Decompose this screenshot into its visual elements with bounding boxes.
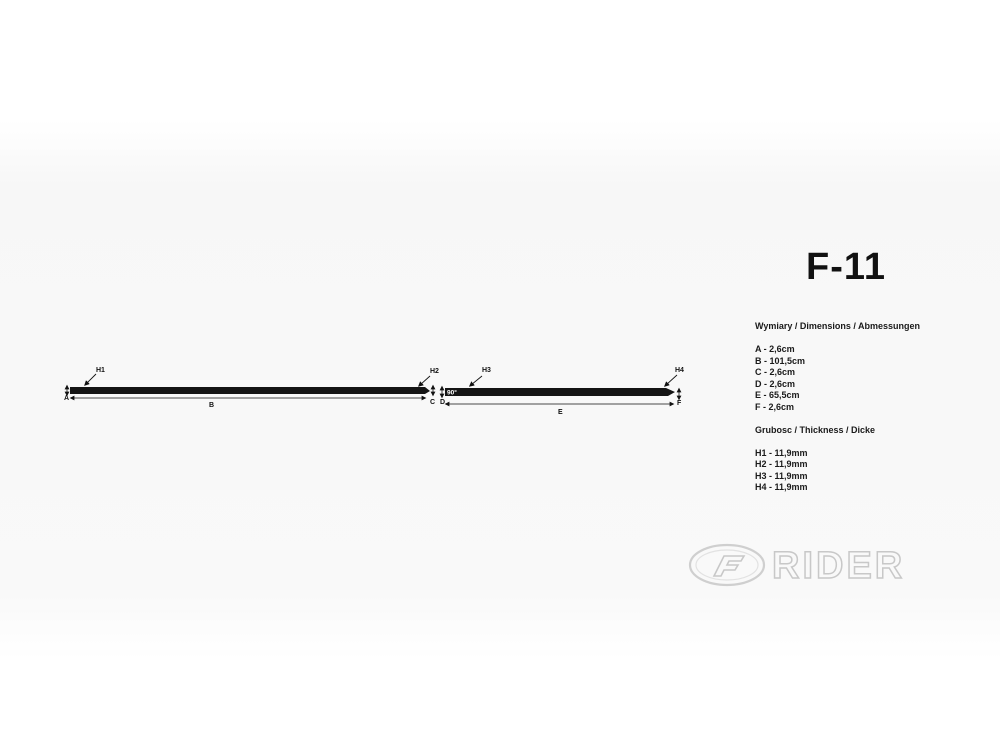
strip-1: A B C H1 H2 bbox=[64, 367, 439, 409]
dimensions-heading: Wymiary / Dimensions / Abmessungen bbox=[755, 321, 921, 331]
strip-1-body bbox=[70, 387, 430, 394]
logo-wordmark: RIDER bbox=[772, 545, 905, 587]
dimension-item: E - 65,5cm bbox=[755, 390, 800, 400]
h4-pointer bbox=[664, 374, 678, 387]
dim-d-label: D bbox=[440, 399, 445, 406]
h2-label: H2 bbox=[430, 368, 439, 375]
dimension-item: A - 2,6cm bbox=[755, 344, 795, 354]
spec-list: Wymiary / Dimensions / Abmessungen A - 2… bbox=[755, 321, 920, 494]
rider-logo: RIDER bbox=[688, 540, 948, 590]
thickness-item: H1 - 11,9mm bbox=[755, 447, 808, 458]
thickness-item: H3 - 11,9mm bbox=[755, 470, 808, 481]
dimension-item: D - 2,6cm bbox=[755, 378, 796, 389]
dimension-item: C - 2,6cm bbox=[755, 367, 796, 377]
dimension-item: B - 101,5cm bbox=[755, 355, 806, 366]
dim-b-label: B bbox=[209, 402, 214, 409]
dim-a-label: A bbox=[64, 395, 69, 402]
dim-e-label: E bbox=[558, 409, 563, 416]
h3-pointer bbox=[468, 375, 483, 387]
rider-logo-graphic: RIDER bbox=[688, 543, 905, 588]
thickness-item: H2 - 11,9mm bbox=[755, 459, 808, 469]
h1-pointer bbox=[84, 373, 97, 386]
h1-label: H1 bbox=[96, 367, 105, 374]
angle-label: 90° bbox=[447, 389, 457, 397]
product-code: F-11 bbox=[806, 246, 887, 288]
logo-oval bbox=[688, 543, 766, 587]
h3-label: H3 bbox=[482, 367, 491, 374]
dim-c-label: C bbox=[430, 399, 435, 406]
strip-2-body bbox=[445, 388, 675, 396]
logo-mark bbox=[712, 555, 746, 577]
dimension-item: F - 2,6cm bbox=[755, 401, 795, 412]
dim-f-label: F bbox=[677, 400, 682, 407]
h4-label: H4 bbox=[675, 367, 684, 374]
thickness-item: H4 - 11,9mm bbox=[755, 482, 808, 492]
thickness-heading: Grubosc / Thickness / Dicke bbox=[755, 424, 876, 435]
h2-pointer bbox=[417, 375, 431, 387]
strip-2: 90° D E F H3 H4 bbox=[439, 367, 684, 416]
